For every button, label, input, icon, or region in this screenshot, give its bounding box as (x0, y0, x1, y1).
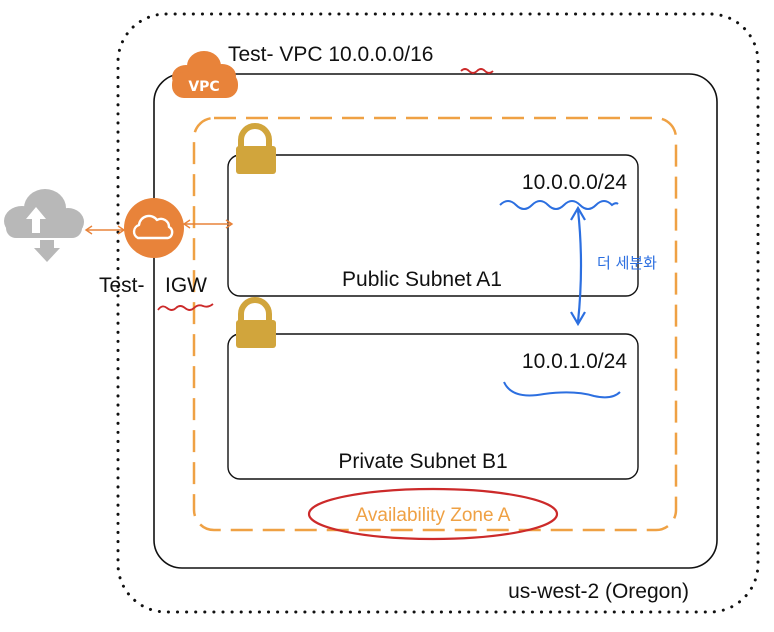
igw-subnet-connection (182, 219, 234, 229)
public-cidr-blue-underline (499, 200, 619, 210)
vpc-title: Test- VPC 10.0.0.0/16 (228, 43, 433, 66)
subdivide-arrow (570, 205, 586, 327)
cloud-upload-download-icon (4, 189, 84, 262)
padlock-icon (236, 123, 276, 174)
region-label: us-west-2 (Oregon) (508, 580, 689, 603)
internet-igw-connection (84, 225, 126, 235)
igw-red-squiggle (157, 303, 214, 311)
availability-zone-boundary (192, 116, 678, 532)
cloud-gateway-icon (124, 198, 184, 258)
igw-label-prefix: Test- (99, 274, 145, 297)
vpc-badge-label: VPC (188, 79, 219, 95)
vpc-cloud-badge-icon: VPC (172, 51, 238, 98)
public-subnet-box (227, 154, 639, 297)
private-subnet-name: Private Subnet B1 (338, 450, 507, 473)
region-boundary (116, 12, 760, 614)
padlock-icon (236, 297, 276, 348)
private-subnet-box (227, 333, 639, 480)
subdivide-annotation: 더 세분화 (597, 254, 657, 272)
availability-zone-red-circle (307, 487, 559, 541)
private-subnet-cidr: 10.0.1.0/24 (522, 350, 627, 373)
private-cidr-blue-underline (503, 381, 621, 399)
availability-zone-label: Availability Zone A (356, 505, 511, 526)
vpc-cidr-red-squiggle (460, 68, 494, 74)
vpc-boundary (153, 73, 718, 569)
public-subnet-name: Public Subnet A1 (342, 268, 502, 291)
igw-label-name: IGW (165, 274, 207, 297)
public-subnet-cidr: 10.0.0.0/24 (522, 171, 627, 194)
